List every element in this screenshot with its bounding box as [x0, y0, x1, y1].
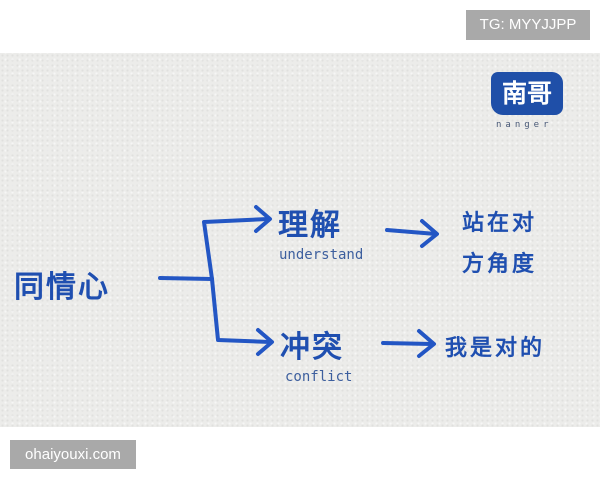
branch-2-label: 冲突 [280, 330, 344, 365]
root-stem-line [158, 276, 214, 281]
logo-mark: 南哥 [491, 72, 563, 115]
logo-subtitle: nanger [496, 120, 553, 130]
branch-1-sublabel: understand [279, 247, 364, 263]
watermark-bottom: ohaiyouxi.com [10, 440, 136, 469]
result-2-arrow-line [381, 341, 434, 346]
result-1-arrowhead [420, 219, 439, 248]
branch-1-label: 理解 [278, 208, 342, 243]
result-2-line-1: 我是对的 [445, 336, 546, 361]
result-1-line-2: 方角度 [462, 252, 538, 277]
branch-2-line [210, 277, 272, 344]
branch-1-line [202, 217, 270, 281]
branch-2-arrowhead [256, 328, 274, 356]
root-node: 同情心 [14, 270, 110, 305]
paper-background [0, 53, 600, 427]
branch-1-arrowhead [254, 205, 272, 233]
result-1-line-1: 站在对 [462, 211, 538, 236]
result-1-arrow-line [385, 228, 438, 236]
branch-2-sublabel: conflict [285, 369, 353, 385]
result-2-arrowhead [417, 329, 436, 358]
watermark-top: TG: MYYJJPP [466, 10, 590, 40]
nanger-logo: 南哥 nanger [491, 72, 577, 132]
